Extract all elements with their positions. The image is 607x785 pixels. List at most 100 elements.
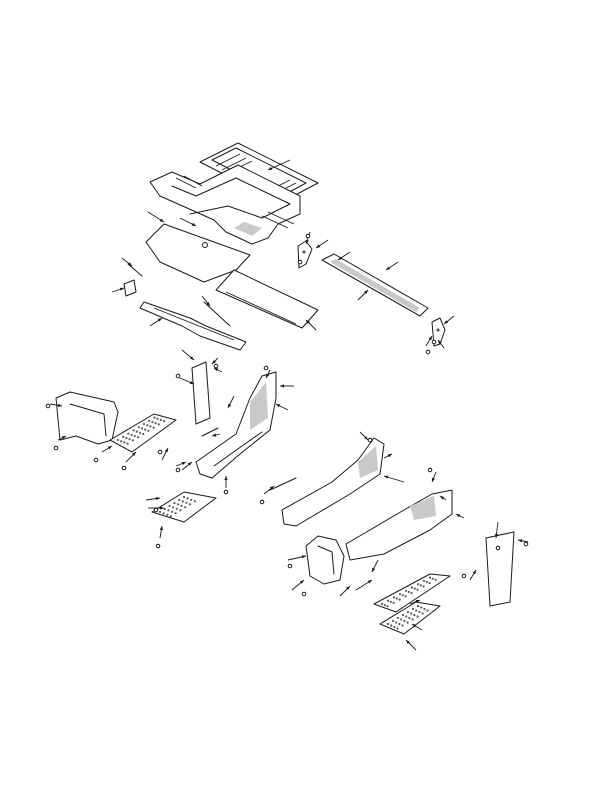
tread-hole: [410, 586, 414, 589]
leader-arrowhead: [127, 262, 132, 266]
tread-hole: [123, 441, 126, 444]
tread-hole: [156, 417, 159, 420]
tread-hole: [174, 512, 177, 515]
fastener: [175, 373, 181, 379]
tread-hole: [148, 419, 151, 422]
tread-hole: [425, 580, 428, 584]
fastener: [121, 465, 127, 471]
tread-hole: [116, 438, 120, 442]
tread-hole: [404, 589, 408, 592]
tread-hole: [421, 612, 424, 615]
small-clip-bracket: [123, 279, 137, 297]
tread-hole: [413, 613, 416, 617]
tread-hole: [396, 616, 400, 620]
tread-hole: [401, 594, 404, 597]
tread-hole: [401, 624, 404, 627]
leader-arrowhead: [518, 539, 523, 543]
tread-hole: [395, 597, 398, 600]
leader-arrowhead: [494, 533, 499, 538]
tread-hole: [166, 513, 169, 516]
tread-hole: [401, 613, 405, 617]
tread-hole: [167, 509, 170, 512]
leader-arrowhead: [338, 256, 343, 260]
step-well-housing-left: [195, 371, 277, 479]
fastener: [305, 233, 311, 239]
leader-arrowhead: [428, 336, 432, 341]
tread-hole: [169, 515, 172, 518]
leader-arrowhead: [456, 514, 461, 518]
tread-hole: [408, 616, 411, 620]
leader-arrowhead: [212, 433, 217, 437]
tread-hole: [131, 439, 134, 442]
tread-hole: [434, 578, 437, 581]
leader-arrowhead: [406, 640, 410, 644]
upper-floor-panel: [199, 142, 319, 204]
leader-arrowhead: [305, 239, 309, 244]
tread-hole: [418, 610, 421, 614]
leader-arrowhead: [438, 340, 442, 345]
leader-arrowhead: [228, 403, 232, 408]
tread-hole: [181, 500, 184, 503]
leader-line: [267, 159, 291, 171]
tread-hole: [416, 604, 420, 608]
tread-hole: [419, 584, 422, 587]
fastener: [523, 541, 529, 547]
fastener: [53, 445, 59, 451]
tread-hole: [176, 503, 180, 506]
tread-hole: [154, 422, 157, 425]
fastener: [461, 573, 467, 579]
leader-arrowhead: [384, 475, 389, 479]
tread-hole: [193, 500, 196, 503]
tread-hole: [149, 425, 152, 428]
tread-hole: [190, 498, 193, 501]
leader-arrowhead: [276, 404, 281, 408]
tread-hole: [392, 601, 395, 605]
tread-hole: [158, 510, 162, 514]
fastener: [367, 437, 373, 443]
tread-hole: [380, 602, 384, 606]
fastener: [45, 403, 51, 409]
tread-hole: [142, 422, 146, 426]
tread-hole: [422, 585, 425, 588]
leader-arrowhead: [266, 373, 270, 378]
leader-arrowhead: [346, 586, 350, 590]
leader-arrowhead: [155, 496, 160, 501]
leader-arrowhead: [107, 446, 112, 450]
tread-hole: [135, 430, 138, 433]
tread-hole: [391, 619, 395, 623]
tread-hole: [186, 497, 189, 500]
leader-arrowhead: [472, 570, 476, 575]
tread-hole: [185, 501, 188, 504]
leader-arrowhead: [316, 244, 321, 248]
tread-hole: [405, 615, 408, 618]
leader-arrowhead: [412, 624, 417, 628]
fastener: [213, 363, 219, 369]
leader-arrowhead: [206, 301, 210, 306]
leader-arrowhead: [268, 166, 273, 170]
leader-lines: [49, 159, 529, 651]
tread-hole: [390, 624, 393, 627]
leader-arrowhead: [119, 287, 124, 291]
tread-hole: [132, 429, 135, 432]
tread-hole: [410, 612, 413, 615]
leader-arrowhead: [367, 580, 372, 584]
leader-arrowhead: [164, 448, 168, 453]
tread-hole: [404, 595, 407, 598]
tread-hole: [162, 420, 166, 423]
fastener: [223, 489, 229, 495]
tread-hole: [142, 432, 145, 436]
tread-hole: [179, 509, 182, 512]
fastener: [175, 467, 181, 473]
fastener: [259, 499, 265, 505]
tread-hole: [392, 596, 396, 599]
step-well-housing-right: [281, 437, 453, 585]
tread-hole: [138, 431, 142, 434]
tread-hole: [170, 510, 174, 513]
tread-hole: [406, 621, 409, 624]
tread-hole: [184, 506, 187, 509]
leader-arrowhead: [299, 580, 304, 584]
tread-hole: [122, 435, 125, 438]
leader-arrowhead: [301, 555, 306, 559]
leader-arrowhead: [132, 452, 136, 456]
